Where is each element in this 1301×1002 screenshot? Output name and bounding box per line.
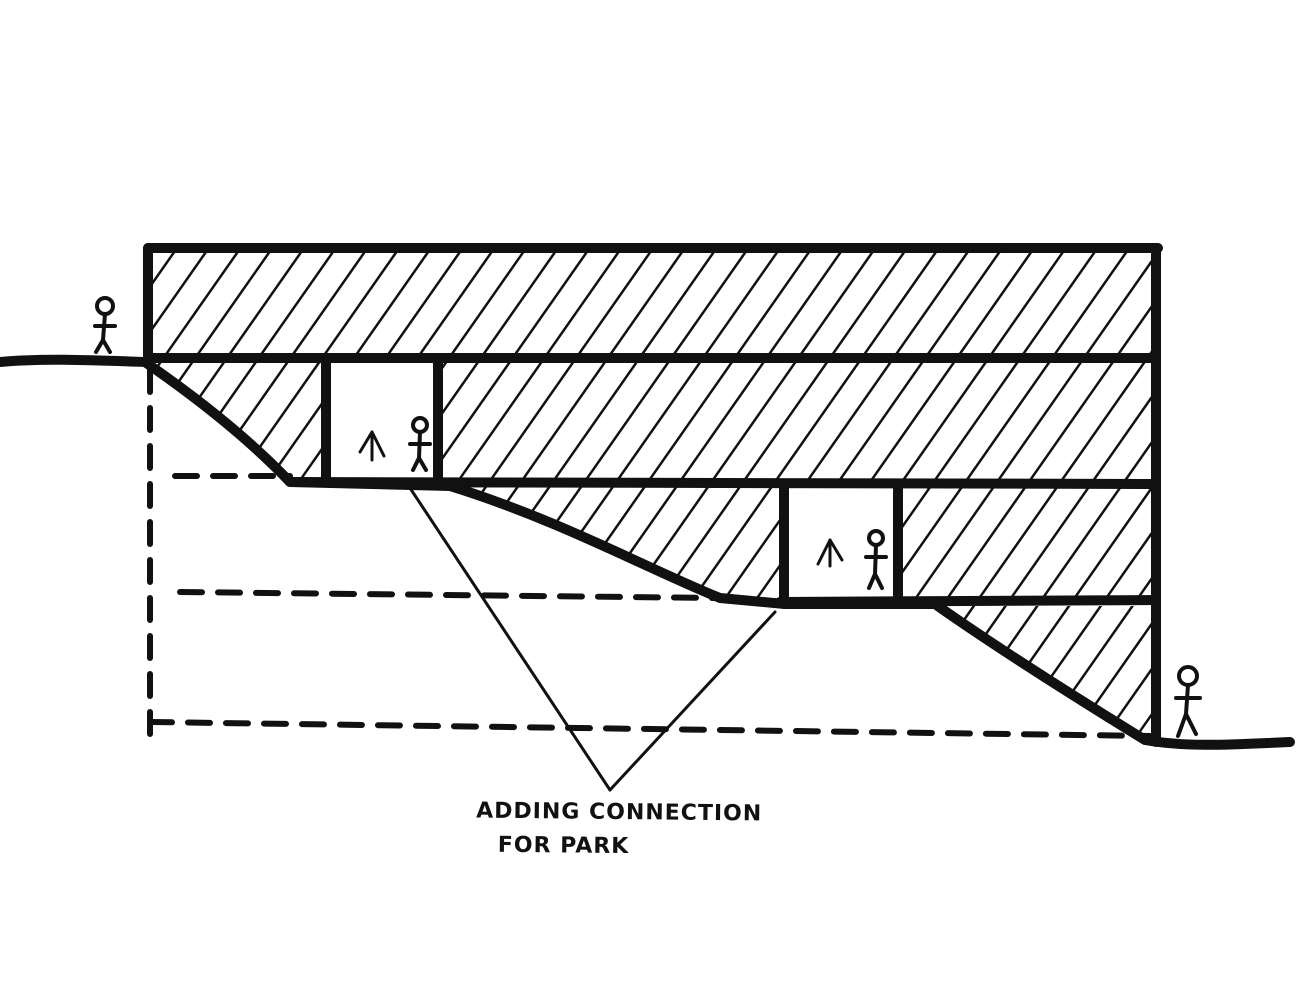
- arrow-icon: [816, 538, 844, 568]
- stick-figure-icon: [1174, 665, 1202, 738]
- stick-figure-icon: [93, 296, 117, 354]
- ground-profile: [0, 354, 1295, 750]
- arrow-icon: [408, 486, 612, 792]
- connection-arrows: [358, 430, 844, 792]
- hatched-building-masses: [150, 252, 1156, 740]
- stick-figure-icon: [864, 529, 888, 590]
- top-floor-mass: [152, 252, 1156, 356]
- upper-right-mass: [440, 362, 1156, 480]
- annotation-line-2: FOR PARK: [497, 832, 630, 860]
- dashed-foundation-lines: [147, 367, 1153, 743]
- connection-annotation: ADDING CONNECTION FOR PARK: [476, 795, 763, 866]
- stick-figure-icon: [408, 416, 432, 472]
- arrow-icon: [358, 430, 386, 462]
- annotation-line-1: ADDING CONNECTION: [476, 798, 763, 827]
- middle-right-mass: [900, 486, 1156, 598]
